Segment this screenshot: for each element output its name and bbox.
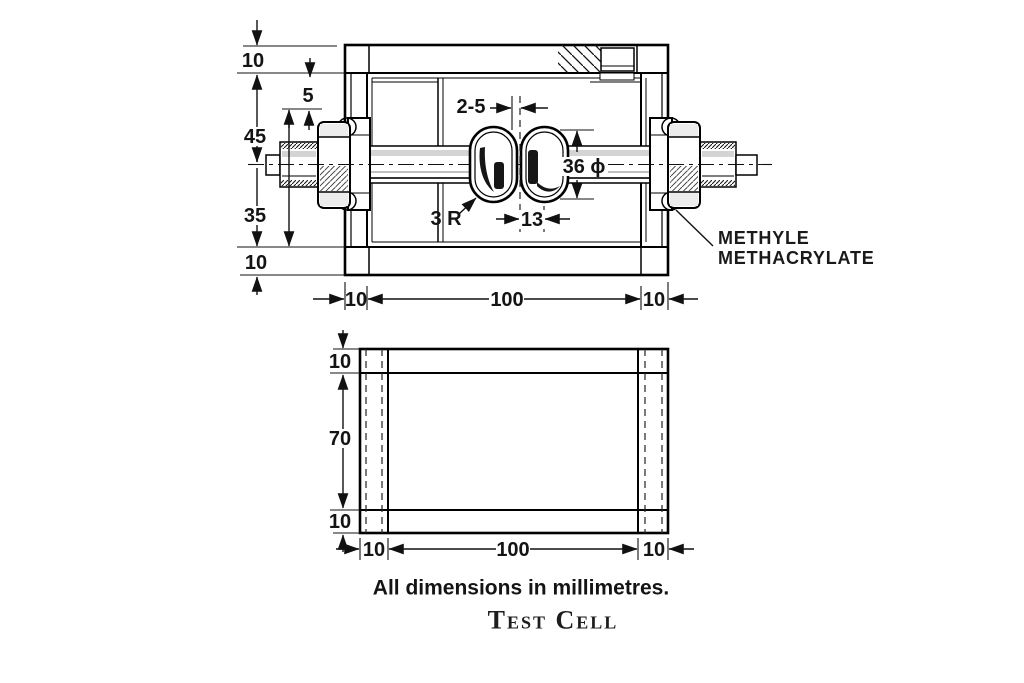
dim-plan-left-chain: 10 70 10 <box>327 330 360 552</box>
plan-outline <box>358 347 670 535</box>
dim-label-upper-half: 45 <box>244 126 266 148</box>
material-label-line2: METHACRYLATE <box>718 248 875 268</box>
dim-label-electrode-dia: 36 ϕ <box>563 156 606 178</box>
hatch-top-mid <box>558 45 601 73</box>
hatch-top-right <box>636 44 669 74</box>
hatch-top-left <box>344 44 370 74</box>
electrode-right <box>519 125 570 204</box>
hatch-bottom-left <box>344 246 370 276</box>
dim-plan-width: 10 100 10 <box>336 538 694 561</box>
dim-label-plan-width: 100 <box>496 539 529 561</box>
dim-label-plan-height: 70 <box>329 428 351 450</box>
section-view: 10 5 45 35 10 2-5 36 ϕ <box>237 20 875 311</box>
dim-label-bottom-plate: 10 <box>245 252 267 274</box>
filler-notch <box>600 47 635 72</box>
dim-label-flange-offset: 5 <box>302 85 313 107</box>
dim-label-inner-width: 100 <box>490 289 523 311</box>
plan-view: 10 70 10 10 100 10 <box>327 330 694 561</box>
dim-label-top-plate: 10 <box>242 50 264 72</box>
dim-label-electrode-thickness: 13 <box>521 209 543 231</box>
units-note: All dimensions in millimetres. <box>373 577 669 600</box>
dim-label-plan-top-strip: 10 <box>329 351 351 373</box>
dim-label-plan-bottom-strip: 10 <box>329 511 351 533</box>
dim-label-electrode-gap: 2-5 <box>457 96 486 118</box>
dim-label-lower-half: 35 <box>244 205 266 227</box>
dim-label-plan-left-strip: 10 <box>363 539 385 561</box>
material-label-line1: METHYLE <box>718 228 810 248</box>
dim-left-chain: 10 5 45 35 10 <box>237 20 345 295</box>
drawing-title: Test Cell <box>488 606 619 635</box>
dim-section-width: 10 100 10 <box>313 282 698 311</box>
electrode-left <box>468 125 519 204</box>
material-callout: METHYLE METHACRYLATE <box>675 209 875 268</box>
dim-electrode-details: 2-5 36 ϕ 13 3 R <box>430 96 608 232</box>
dim-label-right-wall: 10 <box>643 289 665 311</box>
dim-label-left-wall: 10 <box>345 289 367 311</box>
dim-label-tip-radius: 3 R <box>430 208 462 230</box>
dim-label-plan-right-strip: 10 <box>643 539 665 561</box>
hatch-bottom-right <box>640 246 669 276</box>
